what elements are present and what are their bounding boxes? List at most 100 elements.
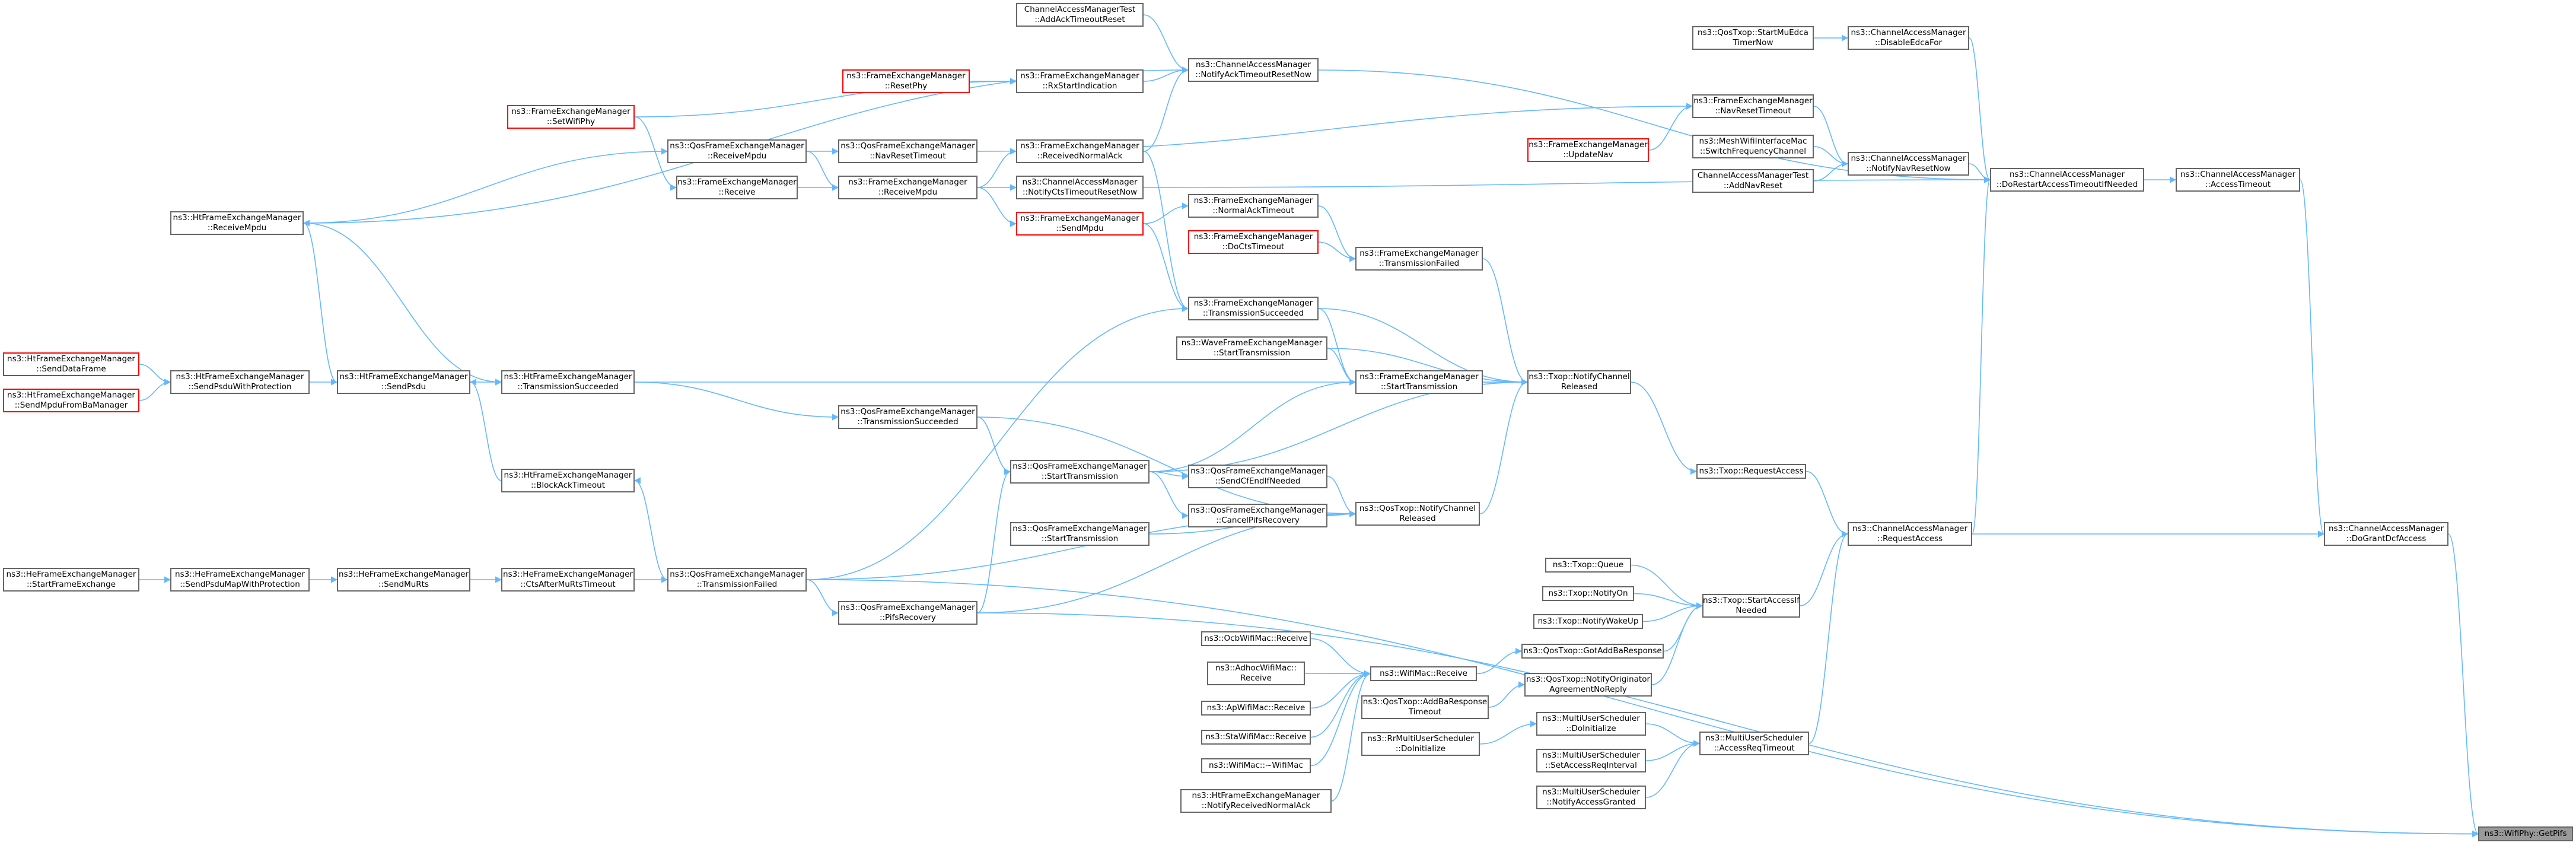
node-qosfem-starttransmission-2[interactable]: ns3::QosFrameExchangeManager::StartTrans… — [1010, 522, 1150, 546]
node-cam-dorestartaccesstimeout[interactable]: ns3::ChannelAccessManager::DoRestartAcce… — [1990, 168, 2144, 192]
node-label-line: ChannelAccessManagerTest — [1024, 5, 1136, 14]
node-fem-transmissionfailed[interactable]: ns3::FrameExchangeManager::TransmissionF… — [1355, 247, 1483, 271]
node-rrmus-doinitialize[interactable]: ns3::RrMultiUserScheduler::DoInitialize — [1361, 732, 1480, 756]
node-fem-receive[interactable]: ns3::FrameExchangeManager::Receive — [676, 176, 798, 199]
node-camtest-addnavreset[interactable]: ChannelAccessManagerTest::AddNavReset — [1692, 169, 1814, 193]
node-fem-transmissionsucceeded[interactable]: ns3::FrameExchangeManager::TransmissionS… — [1188, 297, 1319, 320]
node-hefem-ctsaftermurtstimeout[interactable]: ns3::HeFrameExchangeManager::CtsAfterMuR… — [501, 568, 635, 592]
node-qosfem-transmissionfailed[interactable]: ns3::QosFrameExchangeManager::Transmissi… — [667, 568, 807, 592]
node-cam-notifynavresetnow[interactable]: ns3::ChannelAccessManager::NotifyNavRese… — [1848, 152, 1969, 176]
node-label-line: ::ReceiveMpdu — [878, 187, 938, 197]
node-ocbwifimac-receive[interactable]: ns3::OcbWifiMac::Receive — [1201, 631, 1311, 646]
node-hefem-sendpsdumapwithprotection[interactable]: ns3::HeFrameExchangeManager::SendPsduMap… — [170, 568, 310, 592]
node-label-line: ::SwitchFrequencyChannel — [1700, 147, 1806, 156]
node-htfem-blockacktimeout[interactable]: ns3::HtFrameExchangeManager::BlockAckTim… — [501, 469, 635, 492]
node-htfem-sendpsduwithprotection[interactable]: ns3::HtFrameExchangeManager::SendPsduWit… — [170, 370, 310, 394]
node-htfem-notifyreceivednormalack[interactable]: ns3::HtFrameExchangeManager::NotifyRecei… — [1180, 789, 1332, 813]
node-htfem-sendpsdu[interactable]: ns3::HtFrameExchangeManager::SendPsdu — [337, 370, 470, 394]
node-mus-notifyaccessgranted[interactable]: ns3::MultiUserScheduler::NotifyAccessGra… — [1536, 786, 1646, 809]
node-label-line: ::Receive — [718, 187, 756, 197]
graph-edge — [1488, 681, 1526, 708]
node-label-line: ns3::FrameExchangeManager — [1359, 372, 1479, 381]
node-txop-queue[interactable]: ns3::Txop::Queue — [1545, 558, 1631, 573]
node-fem-starttransmission[interactable]: ns3::FrameExchangeManager::StartTransmis… — [1355, 370, 1483, 394]
node-label-line: ns3::QosTxop::NotifyChannel — [1359, 504, 1476, 513]
node-label-line: ns3::FrameExchangeManager — [677, 177, 797, 187]
node-camtest-addacktimeoutreset[interactable]: ChannelAccessManagerTest::AddAckTimeoutR… — [1016, 3, 1144, 27]
node-stawifimac-receive[interactable]: ns3::StaWifiMac::Receive — [1201, 730, 1311, 745]
node-txop-requestaccess[interactable]: ns3::Txop::RequestAccess — [1696, 464, 1806, 479]
node-qosfem-sendcfendifneeded[interactable]: ns3::QosFrameExchangeManager::SendCfEndI… — [1188, 465, 1327, 488]
node-wifiphy-getpifs[interactable]: ns3::WifiPhy::GetPifs — [2478, 826, 2573, 841]
node-label-line: ::ReceiveMpdu — [207, 223, 267, 233]
node-fem-receivempdu[interactable]: ns3::FrameExchangeManager::ReceiveMpdu — [838, 176, 977, 199]
node-qosfem-pifsrecovery[interactable]: ns3::QosFrameExchangeManager::PifsRecove… — [838, 601, 977, 625]
graph-edge — [1813, 160, 1849, 182]
node-cam-accesstimeout[interactable]: ns3::ChannelAccessManager::AccessTimeout — [2176, 168, 2300, 192]
node-fem-receivednormalack[interactable]: ns3::FrameExchangeManager::ReceivedNorma… — [1016, 139, 1144, 163]
node-label-line: ns3::FrameExchangeManager — [1193, 298, 1313, 308]
node-htfem-senddataframe[interactable]: ns3::HtFrameExchangeManager::SendDataFra… — [3, 352, 139, 376]
node-label-line: ::NavResetTimeout — [1715, 106, 1791, 116]
node-label-line: ns3::HtFrameExchangeManager — [173, 213, 301, 222]
node-qosfem-navresettimeout[interactable]: ns3::QosFrameExchangeManager::NavResetTi… — [838, 139, 977, 163]
node-htfem-receivempdu[interactable]: ns3::HtFrameExchangeManager::ReceiveMpdu — [170, 211, 304, 235]
node-htfem-sendmpdufrombamanager[interactable]: ns3::HtFrameExchangeManager::SendMpduFro… — [3, 389, 139, 412]
node-qosfem-receivempdu[interactable]: ns3::QosFrameExchangeManager::ReceiveMpd… — [667, 139, 807, 163]
node-adhocwifimac-receive[interactable]: ns3::AdhocWifiMac::Receive — [1207, 662, 1305, 685]
node-cam-requestaccess[interactable]: ns3::ChannelAccessManager::RequestAccess — [1848, 522, 1972, 546]
node-htfem-transmissionsucceeded[interactable]: ns3::HtFrameExchangeManager::Transmissio… — [501, 370, 635, 394]
node-hefem-sendmurts[interactable]: ns3::HeFrameExchangeManager::SendMuRts — [337, 568, 470, 592]
node-cam-notifyacktimeoutresetnow[interactable]: ns3::ChannelAccessManager::NotifyAckTime… — [1188, 58, 1319, 82]
graph-edge — [1149, 379, 1357, 472]
node-label-line: ::SetWifiPhy — [546, 117, 596, 126]
graph-edge — [1149, 379, 1529, 472]
node-fem-sendmpdu[interactable]: ns3::FrameExchangeManager::SendMpdu — [1016, 212, 1144, 236]
node-label-line: ns3::QosTxop::NotifyOriginator — [1526, 675, 1651, 684]
node-fem-updatenav[interactable]: ns3::FrameExchangeManager::UpdateNav — [1527, 138, 1649, 162]
node-mus-setaccessreqinterval[interactable]: ns3::MultiUserScheduler::SetAccessReqInt… — [1536, 749, 1646, 772]
node-label-line: ns3::QosFrameExchangeManager — [840, 603, 975, 612]
node-qosfem-cancelpifsrecovery[interactable]: ns3::QosFrameExchangeManager::CancelPifs… — [1188, 504, 1327, 527]
node-fem-navresettimeout[interactable]: ns3::FrameExchangeManager::NavResetTimeo… — [1692, 94, 1814, 118]
node-cam-dograntdcfaccess[interactable]: ns3::ChannelAccessManager::DoGrantDcfAcc… — [2324, 522, 2448, 546]
node-label-line: ns3::FrameExchangeManager — [1193, 196, 1313, 205]
node-mus-accessreqtimeout[interactable]: ns3::MultiUserScheduler::AccessReqTimeou… — [1699, 732, 1809, 755]
node-mus-doinitialize[interactable]: ns3::MultiUserScheduler::DoInitialize — [1536, 712, 1646, 736]
node-cam-disableedcafor[interactable]: ns3::ChannelAccessManager::DisableEdcaFo… — [1848, 26, 1969, 50]
node-fem-setwifiphy[interactable]: ns3::FrameExchangeManager::SetWifiPhy — [507, 105, 635, 129]
node-wifimac-destructor[interactable]: ns3::WifiMac::~WifiMac — [1201, 758, 1311, 773]
node-label-line: ns3::QosFrameExchangeManager — [840, 141, 975, 151]
node-cam-notifyctstimeoutresetnow[interactable]: ns3::ChannelAccessManager::NotifyCtsTime… — [1016, 176, 1144, 199]
node-txop-notifyon[interactable]: ns3::Txop::NotifyOn — [1542, 586, 1634, 601]
node-fem-doctstimeout[interactable]: ns3::FrameExchangeManager::DoCtsTimeout — [1188, 230, 1319, 254]
node-label-line: ::RxStartIndication — [1042, 81, 1117, 91]
node-txop-notifywakeup[interactable]: ns3::Txop::NotifyWakeUp — [1533, 614, 1643, 629]
node-wavefem-starttransmission[interactable]: ns3::WaveFrameExchangeManager::StartTran… — [1176, 336, 1327, 360]
node-fem-normalacktimeout[interactable]: ns3::FrameExchangeManager::NormalAckTime… — [1188, 194, 1319, 218]
node-qostxop-gotaddbaresponse[interactable]: ns3::QosTxop::GotAddBaResponse — [1521, 644, 1664, 659]
node-fem-rxstartindication[interactable]: ns3::FrameExchangeManager::RxStartIndica… — [1016, 69, 1144, 93]
node-hefem-startframeexchange[interactable]: ns3::HeFrameExchangeManager::StartFrameE… — [3, 568, 139, 592]
node-qosfem-transmissionsucceeded[interactable]: ns3::QosFrameExchangeManager::Transmissi… — [838, 405, 977, 429]
node-wifimac-receive[interactable]: ns3::WifiMac::Receive — [1370, 666, 1477, 681]
graph-edge — [469, 379, 502, 481]
node-label-line: ns3::ApWifiMac::Receive — [1206, 703, 1305, 713]
node-label-line: ns3::HtFrameExchangeManager — [504, 470, 632, 480]
node-label-line: ns3::AdhocWifiMac:: — [1215, 663, 1297, 673]
node-label-line: ns3::HeFrameExchangeManager — [6, 570, 136, 579]
node-label-line: ns3::HtFrameExchangeManager — [7, 354, 135, 364]
node-label-line: ::ResetPhy — [884, 81, 928, 91]
graph-edge — [1327, 348, 1357, 386]
node-qosfem-starttransmission[interactable]: ns3::QosFrameExchangeManager::StartTrans… — [1010, 460, 1150, 484]
node-fem-resetphy[interactable]: ns3::FrameExchangeManager::ResetPhy — [842, 69, 970, 93]
node-apwifimac-receive[interactable]: ns3::ApWifiMac::Receive — [1201, 701, 1311, 716]
node-meshwifi-switchfrequencychannel[interactable]: ns3::MeshWifiInterfaceMac::SwitchFrequen… — [1692, 135, 1814, 158]
graph-edge — [1143, 223, 1189, 312]
